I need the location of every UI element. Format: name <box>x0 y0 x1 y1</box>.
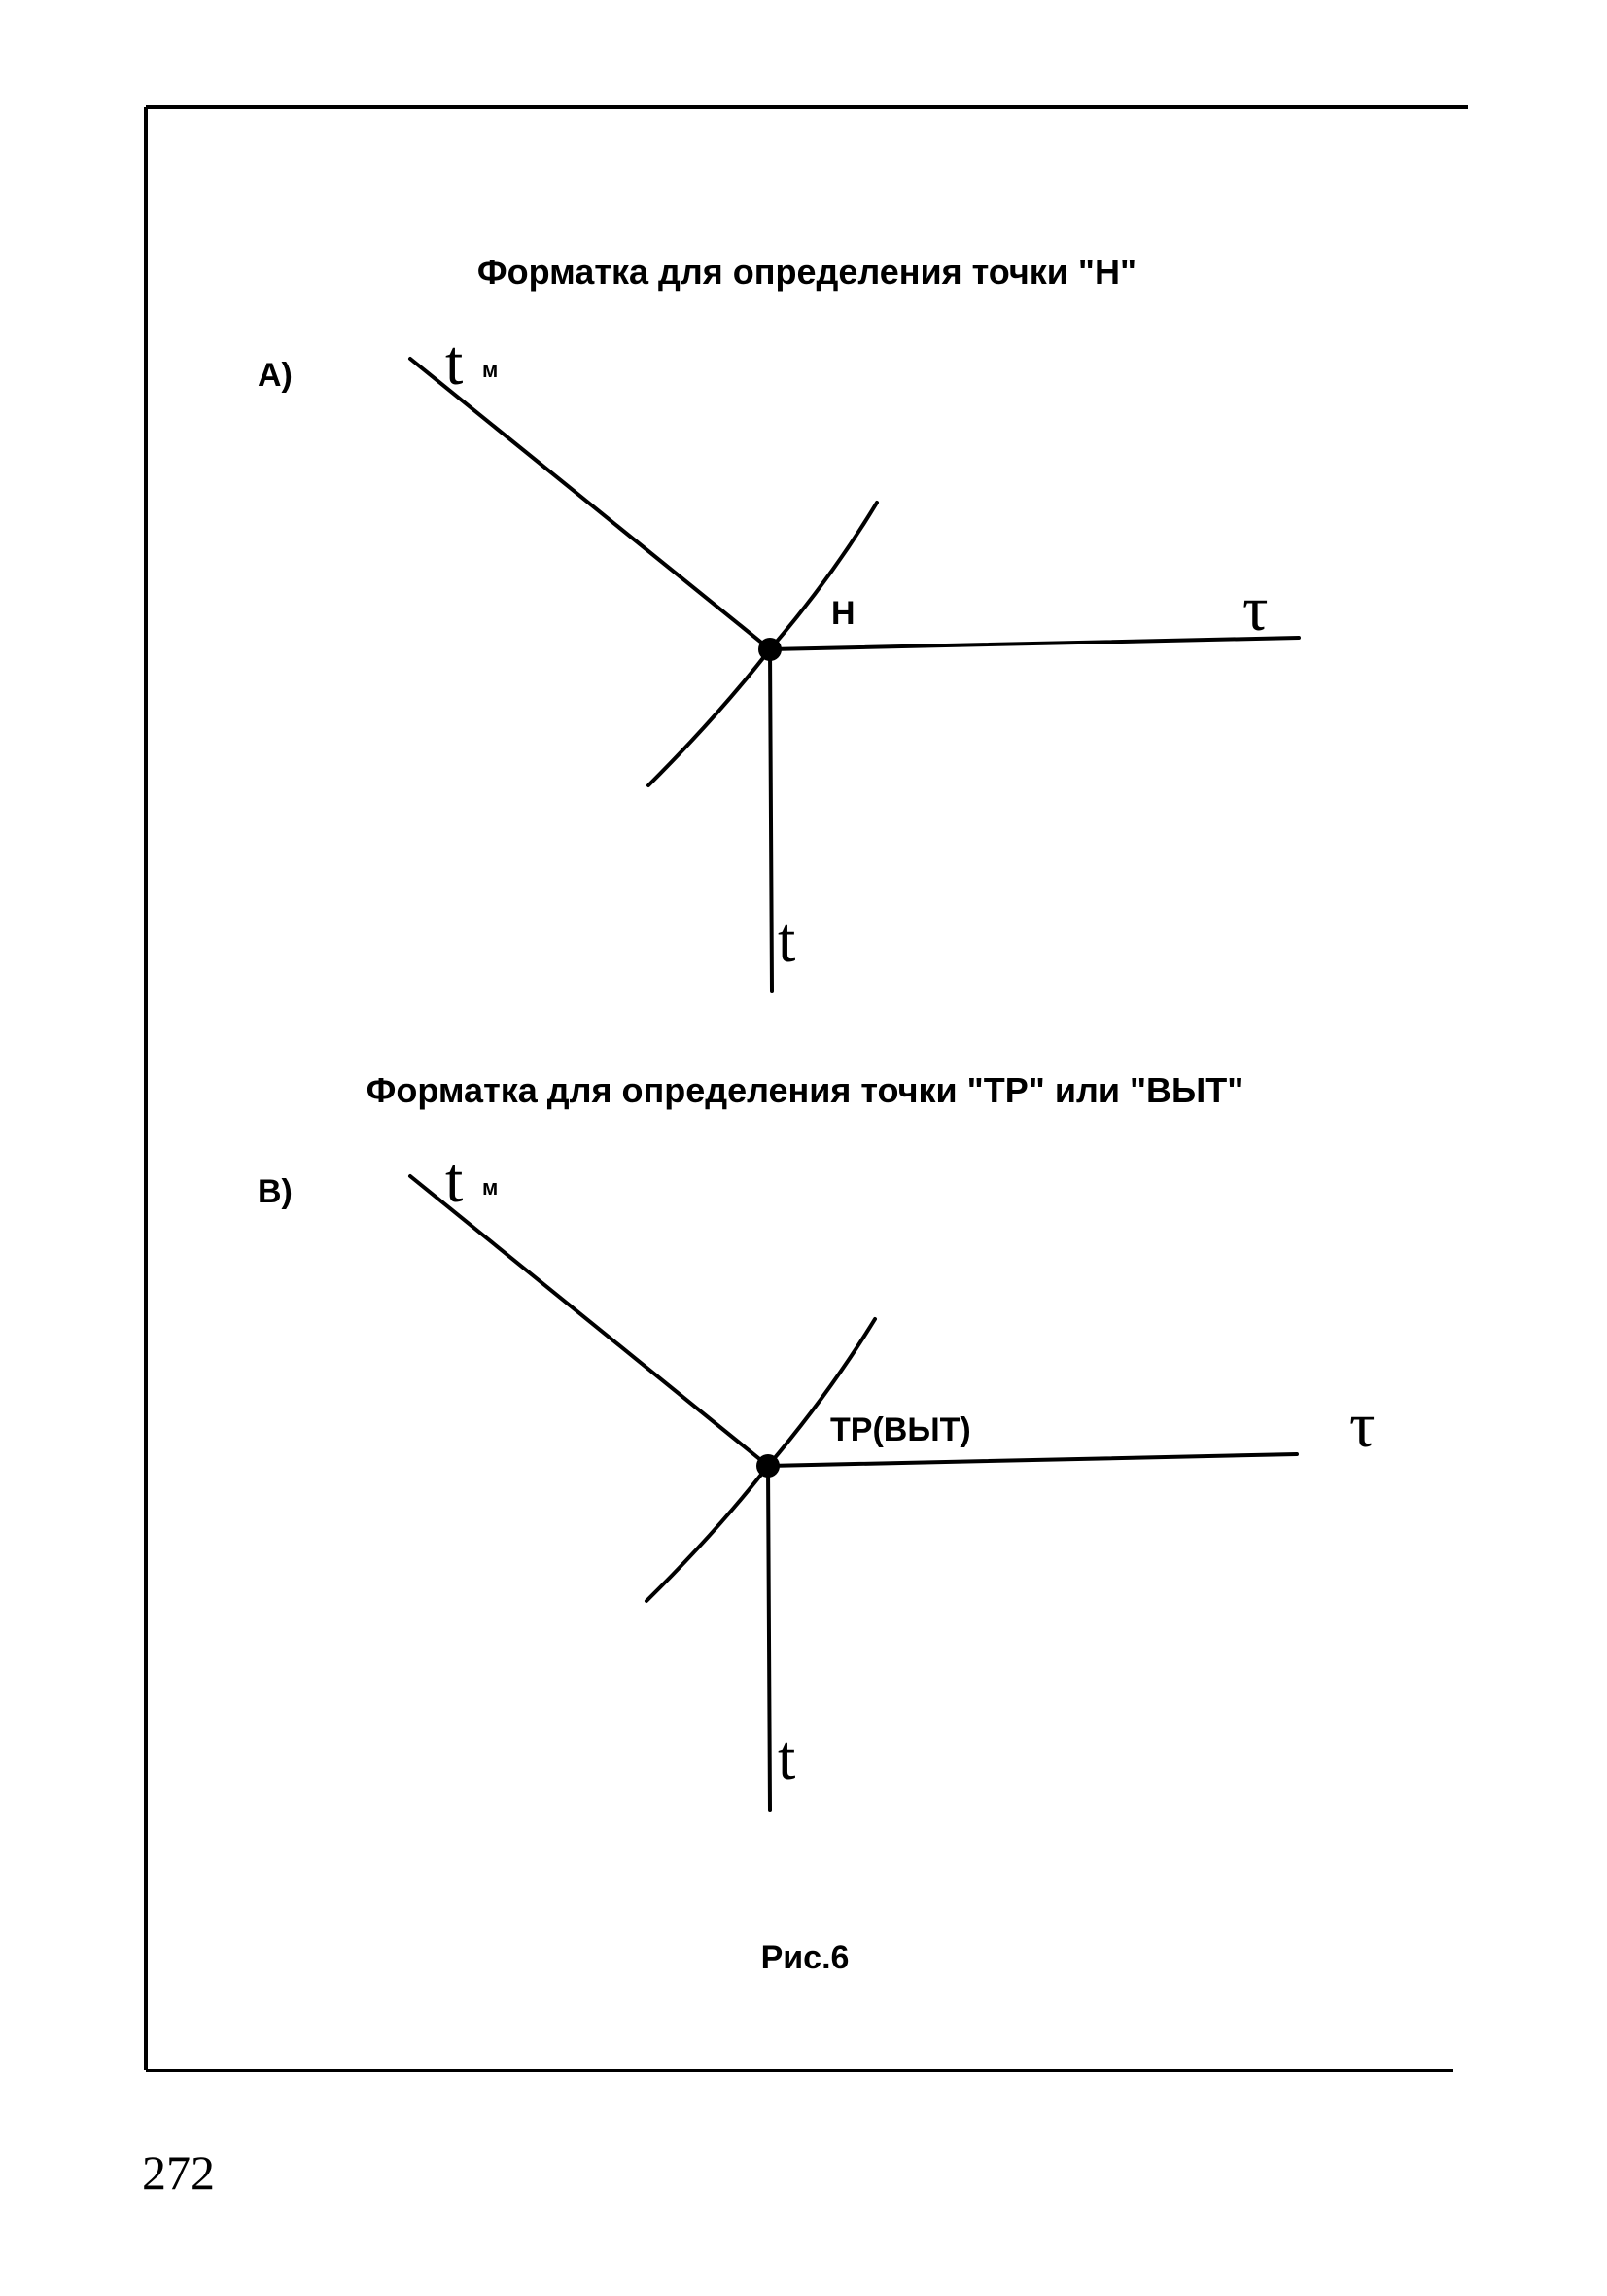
diagram-a-point-label: Н <box>831 595 856 632</box>
diagram-a-t-label: t <box>778 905 795 976</box>
diagram-b-tm-axis <box>408 1174 770 1468</box>
diagram-a: Форматка для определения точки "Н" А) t … <box>258 252 1301 993</box>
diagram-a-tm-axis <box>408 357 772 651</box>
diagram-b-title: Форматка для определения точки "ТР" или … <box>367 1070 1244 1110</box>
diagram-a-tau-label: τ <box>1242 574 1269 644</box>
page-frame <box>144 105 1468 2072</box>
diagram-a-title: Форматка для определения точки "Н" <box>477 252 1136 292</box>
diagram-b-tau-label: τ <box>1349 1390 1376 1461</box>
diagram-b-point-trvyt <box>756 1454 780 1478</box>
diagram-b-tau-axis <box>766 1452 1299 1468</box>
diagram-b: Форматка для определения точки "ТР" или … <box>258 1070 1376 1812</box>
page-number: 272 <box>142 2145 215 2200</box>
diagram-b-point-label: ТР(ВЫТ) <box>830 1411 971 1448</box>
diagram-a-tau-axis <box>768 636 1301 651</box>
diagram-a-tm-subscript: м <box>482 358 498 382</box>
diagram-a-t-axis <box>768 647 774 993</box>
diagram-b-panel-label: В) <box>258 1173 293 1210</box>
diagram-b-tm-label: t <box>445 1145 463 1216</box>
diagram-b-tm-subscript: м <box>482 1175 498 1200</box>
diagram-a-point-h <box>758 638 782 661</box>
diagram-b-t-label: t <box>778 1722 795 1793</box>
diagram-a-panel-label: А) <box>258 357 293 394</box>
diagram-a-tm-label: t <box>445 328 463 399</box>
diagram-b-t-axis <box>766 1464 772 1812</box>
figure-caption: Рис.6 <box>761 1939 850 1976</box>
